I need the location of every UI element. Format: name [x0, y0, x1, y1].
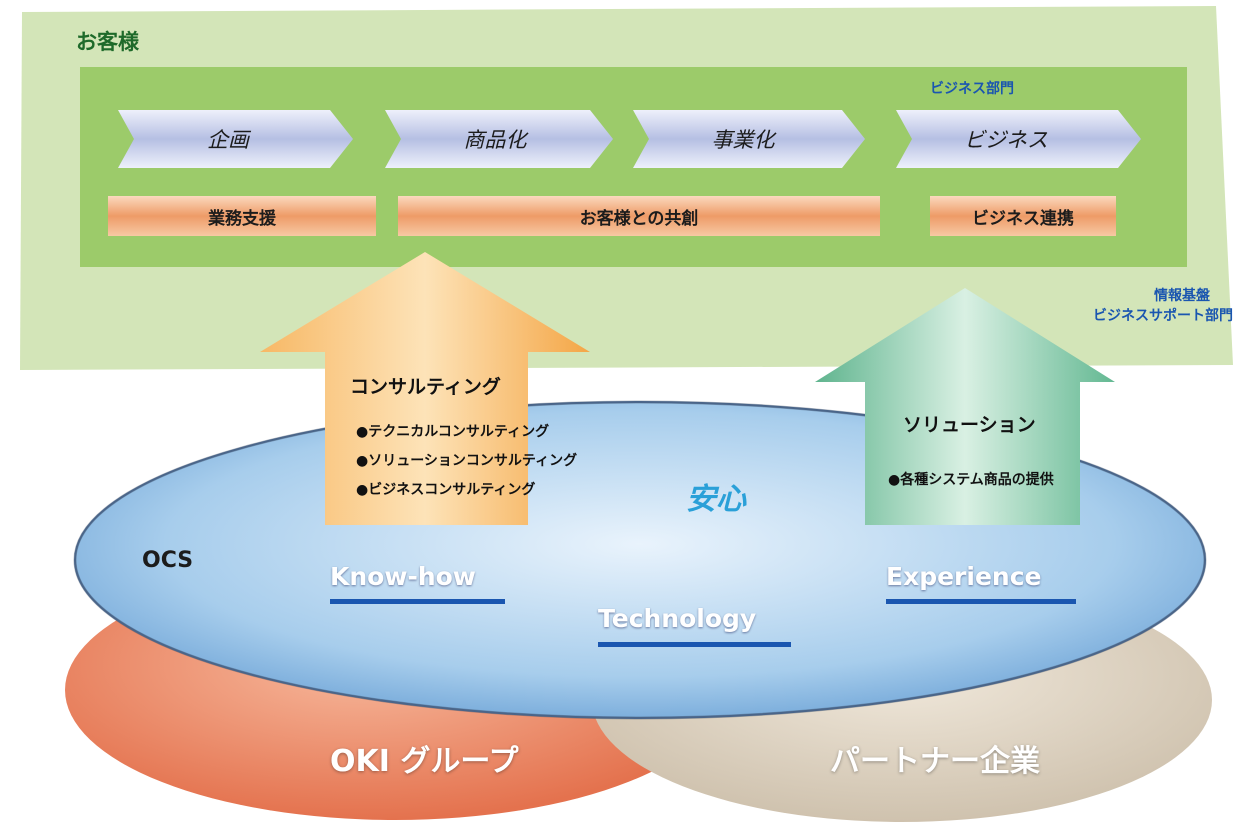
dept-infra-line2: ビジネスサポート部門: [1093, 308, 1233, 324]
consulting-item: ●ソリューションコンサルティング: [356, 453, 578, 469]
consulting-title: コンサルティング: [350, 376, 501, 398]
consulting-item: ●ビジネスコンサルティング: [356, 482, 536, 498]
customer-title: お客様: [76, 30, 139, 54]
stage-label-business: ビジネス: [964, 128, 1048, 152]
consulting-item: ●テクニカルコンサルティング: [356, 424, 550, 440]
support-label-business-support: 業務支援: [208, 208, 276, 229]
support-label-co-creation: お客様との共創: [579, 208, 699, 229]
stage-label-productization: 商品化: [463, 128, 527, 152]
keyword-technology: Technology: [598, 604, 757, 633]
oki-group-label: OKI グループ: [330, 744, 519, 779]
keyword-experience: Experience: [886, 562, 1042, 591]
ocs-disc-rim: [73, 400, 1207, 720]
support-label-business-alliance: ビジネス連携: [972, 208, 1074, 229]
stage-arrow-business: [896, 110, 1141, 168]
keyword-technology-underline: [598, 642, 791, 647]
support-bar-co-creation: [398, 196, 880, 236]
dept-business: ビジネス部門: [930, 81, 1014, 97]
solution-title: ソリューション: [903, 414, 1036, 436]
consulting-arrow: [260, 252, 590, 525]
keyword-knowhow: Know-how: [330, 562, 476, 591]
stage-arrow-planning: [118, 110, 353, 168]
stage-arrows: [118, 110, 1141, 168]
ocs-label: OCS: [142, 548, 194, 573]
keyword-knowhow-underline: [330, 599, 505, 604]
stage-label-planning: 企画: [207, 128, 249, 152]
stage-label-commercialization: 事業化: [711, 128, 775, 152]
support-bar-business-alliance: [930, 196, 1116, 236]
support-bar-business-support: [108, 196, 376, 236]
solution-arrow: [815, 288, 1115, 525]
dept-infra-line1: 情報基盤: [1154, 288, 1210, 304]
stage-arrow-productization: [385, 110, 613, 168]
keyword-experience-underline: [886, 599, 1076, 604]
partner-label: パートナー企業: [830, 744, 1040, 779]
anshin-label: 安心: [686, 482, 746, 517]
support-bars: [108, 196, 1116, 236]
solution-item: ●各種システム商品の提供: [888, 472, 1054, 488]
stage-arrow-commercialization: [633, 110, 865, 168]
